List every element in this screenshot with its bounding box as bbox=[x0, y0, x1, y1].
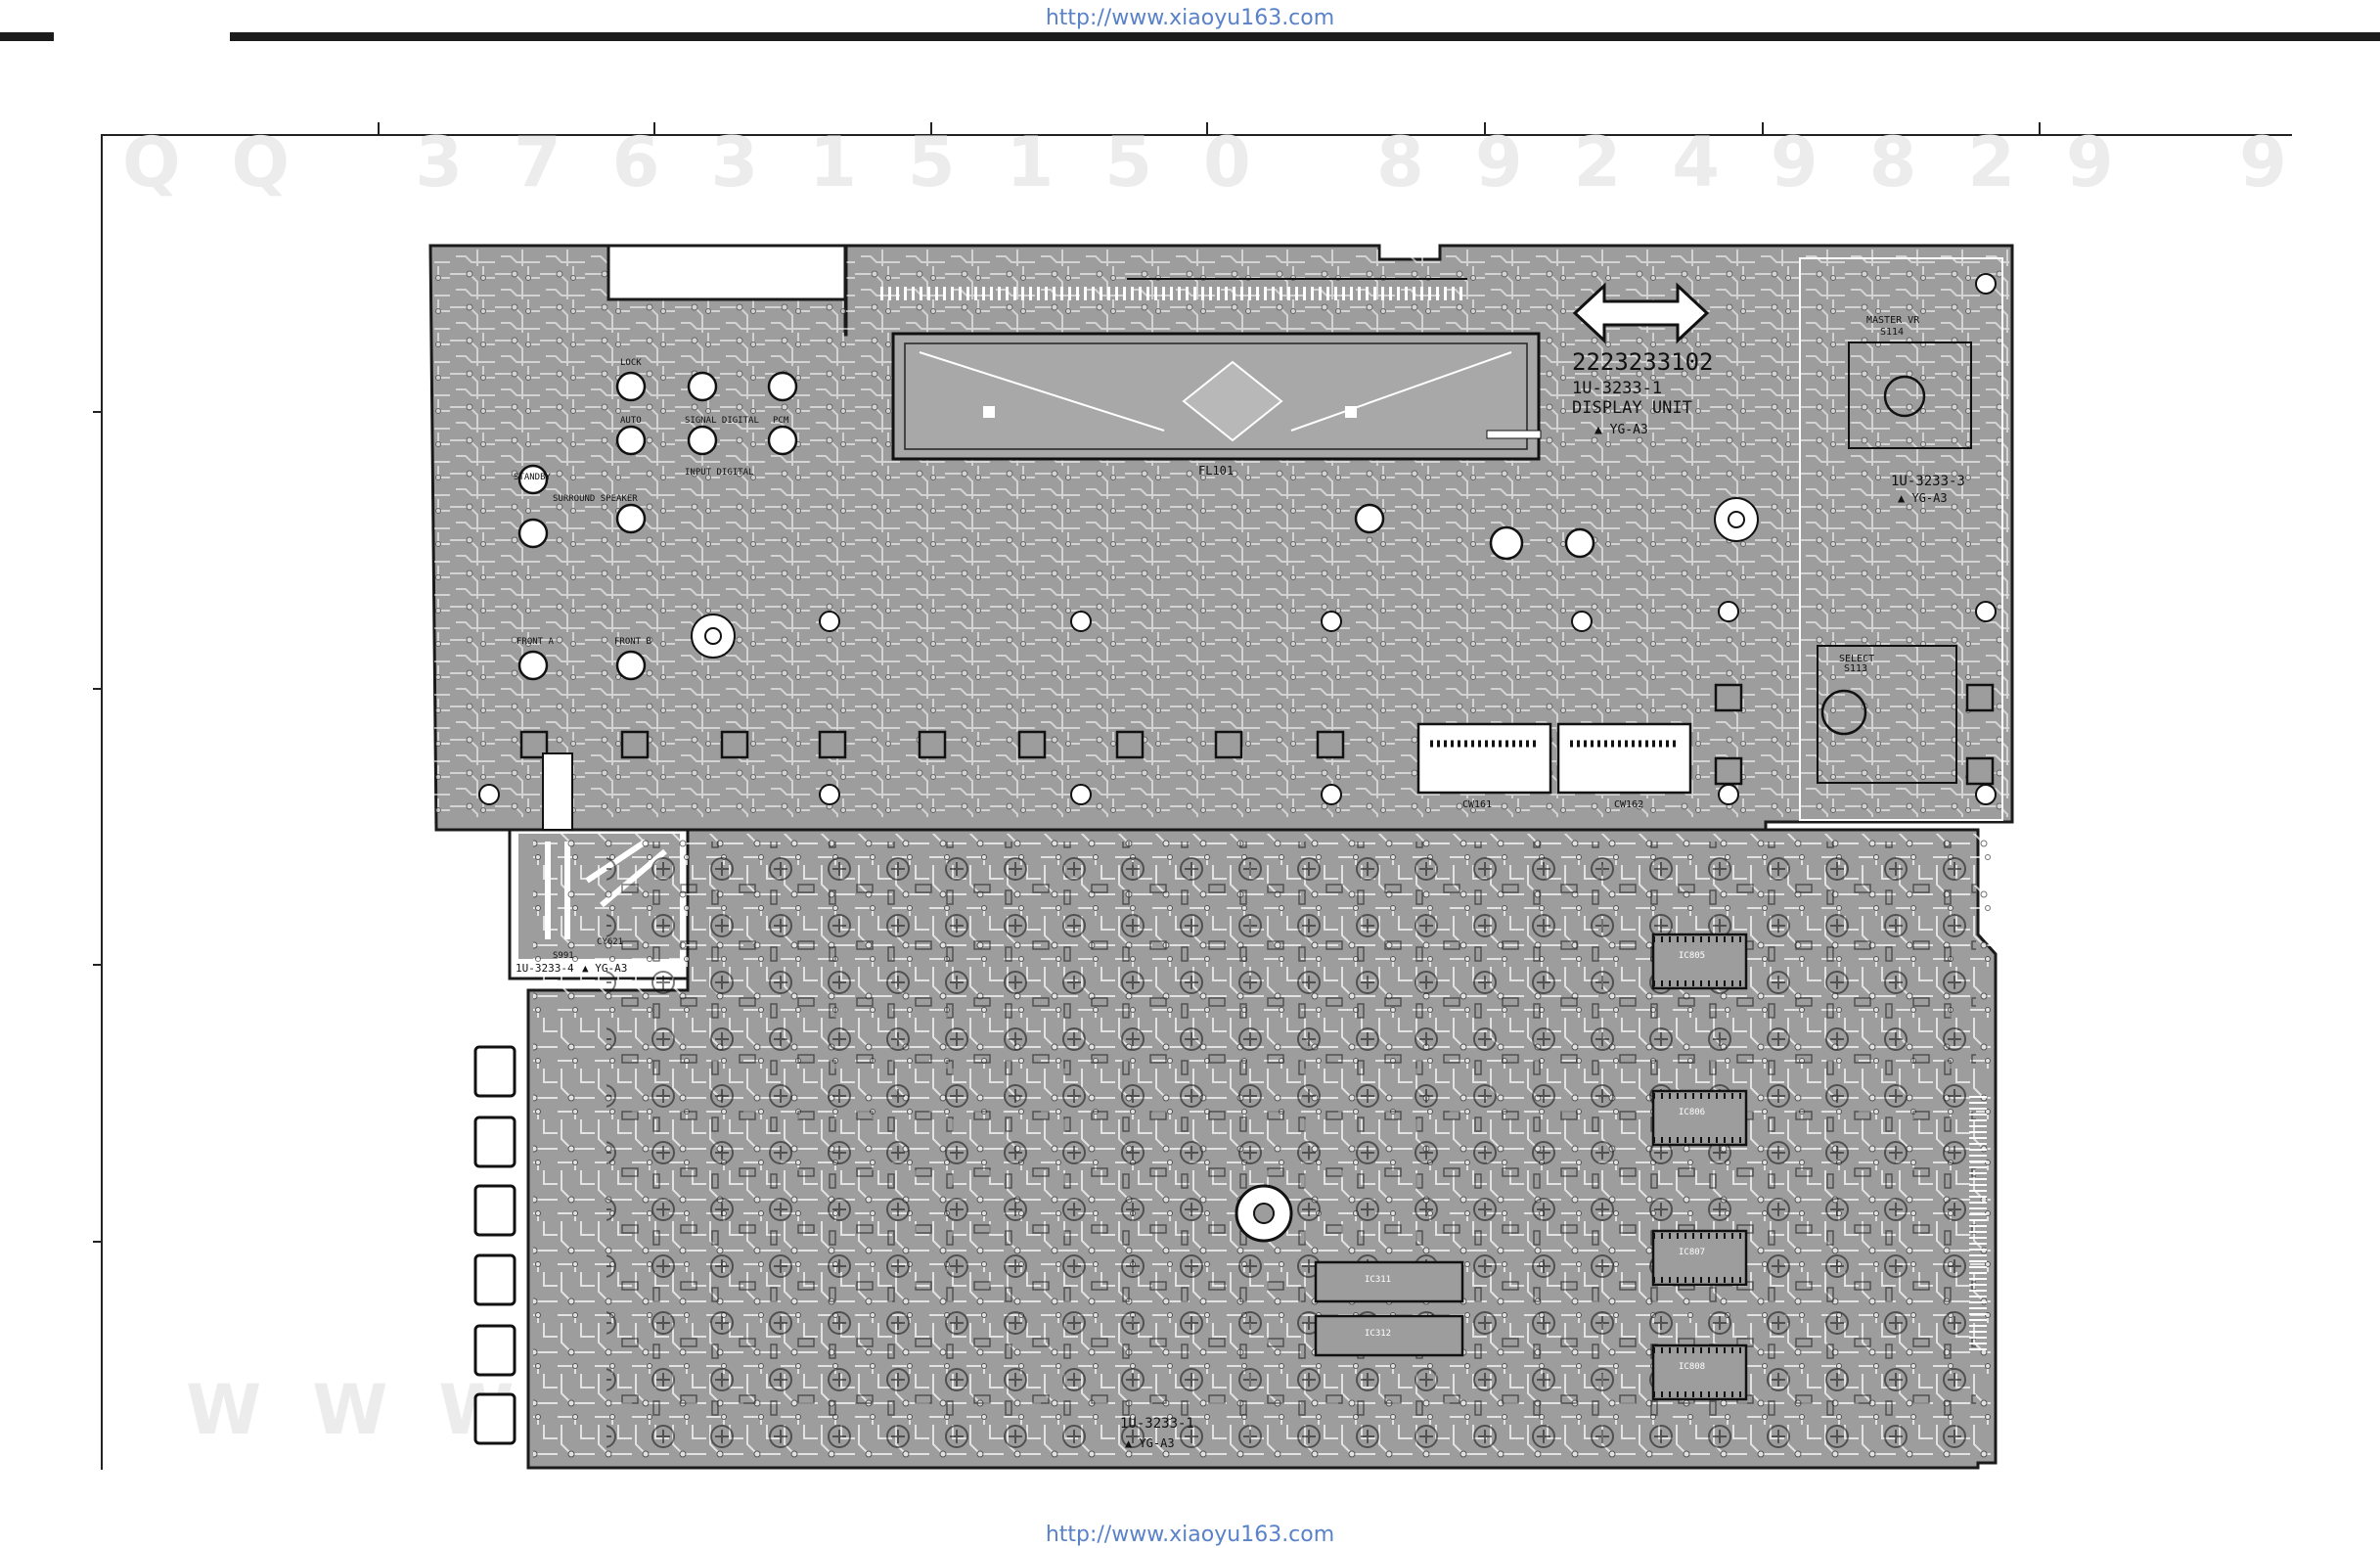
main-board-id: 1U-3233-1 bbox=[1120, 1416, 1194, 1432]
header-url[interactable]: http://www.xiaoyu163.com bbox=[1045, 6, 1335, 30]
led-label-surround-speaker: SURROUND SPEAKER bbox=[553, 494, 638, 504]
main-board-marker: ▲ YG-A3 bbox=[1125, 1436, 1175, 1450]
frame-tick bbox=[653, 122, 655, 136]
small-board-part-label: CY621 bbox=[597, 937, 624, 947]
frame-tick bbox=[93, 688, 103, 690]
display-marker: ▲ YG-A3 bbox=[1594, 423, 1648, 437]
frame-tick bbox=[1206, 122, 1208, 136]
led-label-input-digital: INPUT DIGITAL bbox=[685, 468, 754, 478]
footer-url[interactable]: http://www.xiaoyu163.com bbox=[1045, 1523, 1335, 1547]
connector-label-cw161: CW161 bbox=[1462, 799, 1493, 810]
display-board-id: 1U-3233-1 bbox=[1572, 379, 1663, 398]
led-label-standby: STANDBY bbox=[514, 473, 551, 482]
ghost-footer-text: WWW bbox=[186, 1370, 565, 1450]
master-vr-switch-label: S114 bbox=[1880, 327, 1905, 338]
led-label-front-b: FRONT B bbox=[614, 637, 651, 647]
part-code-label: 2223233102 bbox=[1572, 348, 1714, 376]
led-label-pcm: PCM bbox=[773, 416, 789, 426]
led-label-auto: AUTO bbox=[620, 416, 642, 426]
frame-tick bbox=[93, 964, 103, 966]
top-rule-left bbox=[0, 32, 54, 41]
led-label-lock: LOCK bbox=[620, 358, 642, 368]
frame-tick bbox=[1484, 122, 1486, 136]
fl-display-label: FL101 bbox=[1198, 464, 1235, 478]
master-vr-board-id: 1U-3233-3 bbox=[1891, 474, 1965, 489]
display-unit-title: DISPLAY UNIT bbox=[1572, 398, 1692, 418]
small-board-switch-label: S991 bbox=[553, 951, 574, 961]
frame-tick bbox=[1762, 122, 1764, 136]
led-label-signal-digital: SIGNAL DIGITAL bbox=[685, 416, 759, 426]
ic-label-ic808: IC808 bbox=[1679, 1362, 1706, 1372]
master-vr-marker: ▲ YG-A3 bbox=[1898, 491, 1948, 505]
small-board-marker: ▲ YG-A3 bbox=[582, 962, 628, 975]
led-label-front-a: FRONT A bbox=[516, 637, 554, 647]
frame-top-line bbox=[101, 134, 2292, 136]
frame-left-line bbox=[101, 134, 103, 1470]
ic-label-ic312: IC312 bbox=[1365, 1329, 1392, 1339]
frame-tick bbox=[93, 411, 103, 413]
select-switch-label: S113 bbox=[1844, 663, 1868, 674]
ic-label-ic805: IC805 bbox=[1679, 951, 1706, 961]
ic-label-ic807: IC807 bbox=[1679, 1248, 1706, 1257]
ic-label-ic806: IC806 bbox=[1679, 1108, 1706, 1117]
small-board-id: 1U-3233-4 bbox=[516, 962, 574, 975]
frame-tick bbox=[2039, 122, 2041, 136]
frame-tick bbox=[378, 122, 380, 136]
top-rule bbox=[230, 32, 2380, 41]
ghost-code-text: QQ 376315150 89249829 9 bbox=[122, 122, 2338, 203]
ic-label-ic311: IC311 bbox=[1365, 1275, 1392, 1285]
select-label: SELECT bbox=[1839, 654, 1875, 664]
connector-label-cw162: CW162 bbox=[1614, 799, 1644, 810]
frame-tick bbox=[930, 122, 932, 136]
master-vr-label: MASTER VR bbox=[1866, 315, 1920, 326]
frame-tick bbox=[93, 1241, 103, 1243]
